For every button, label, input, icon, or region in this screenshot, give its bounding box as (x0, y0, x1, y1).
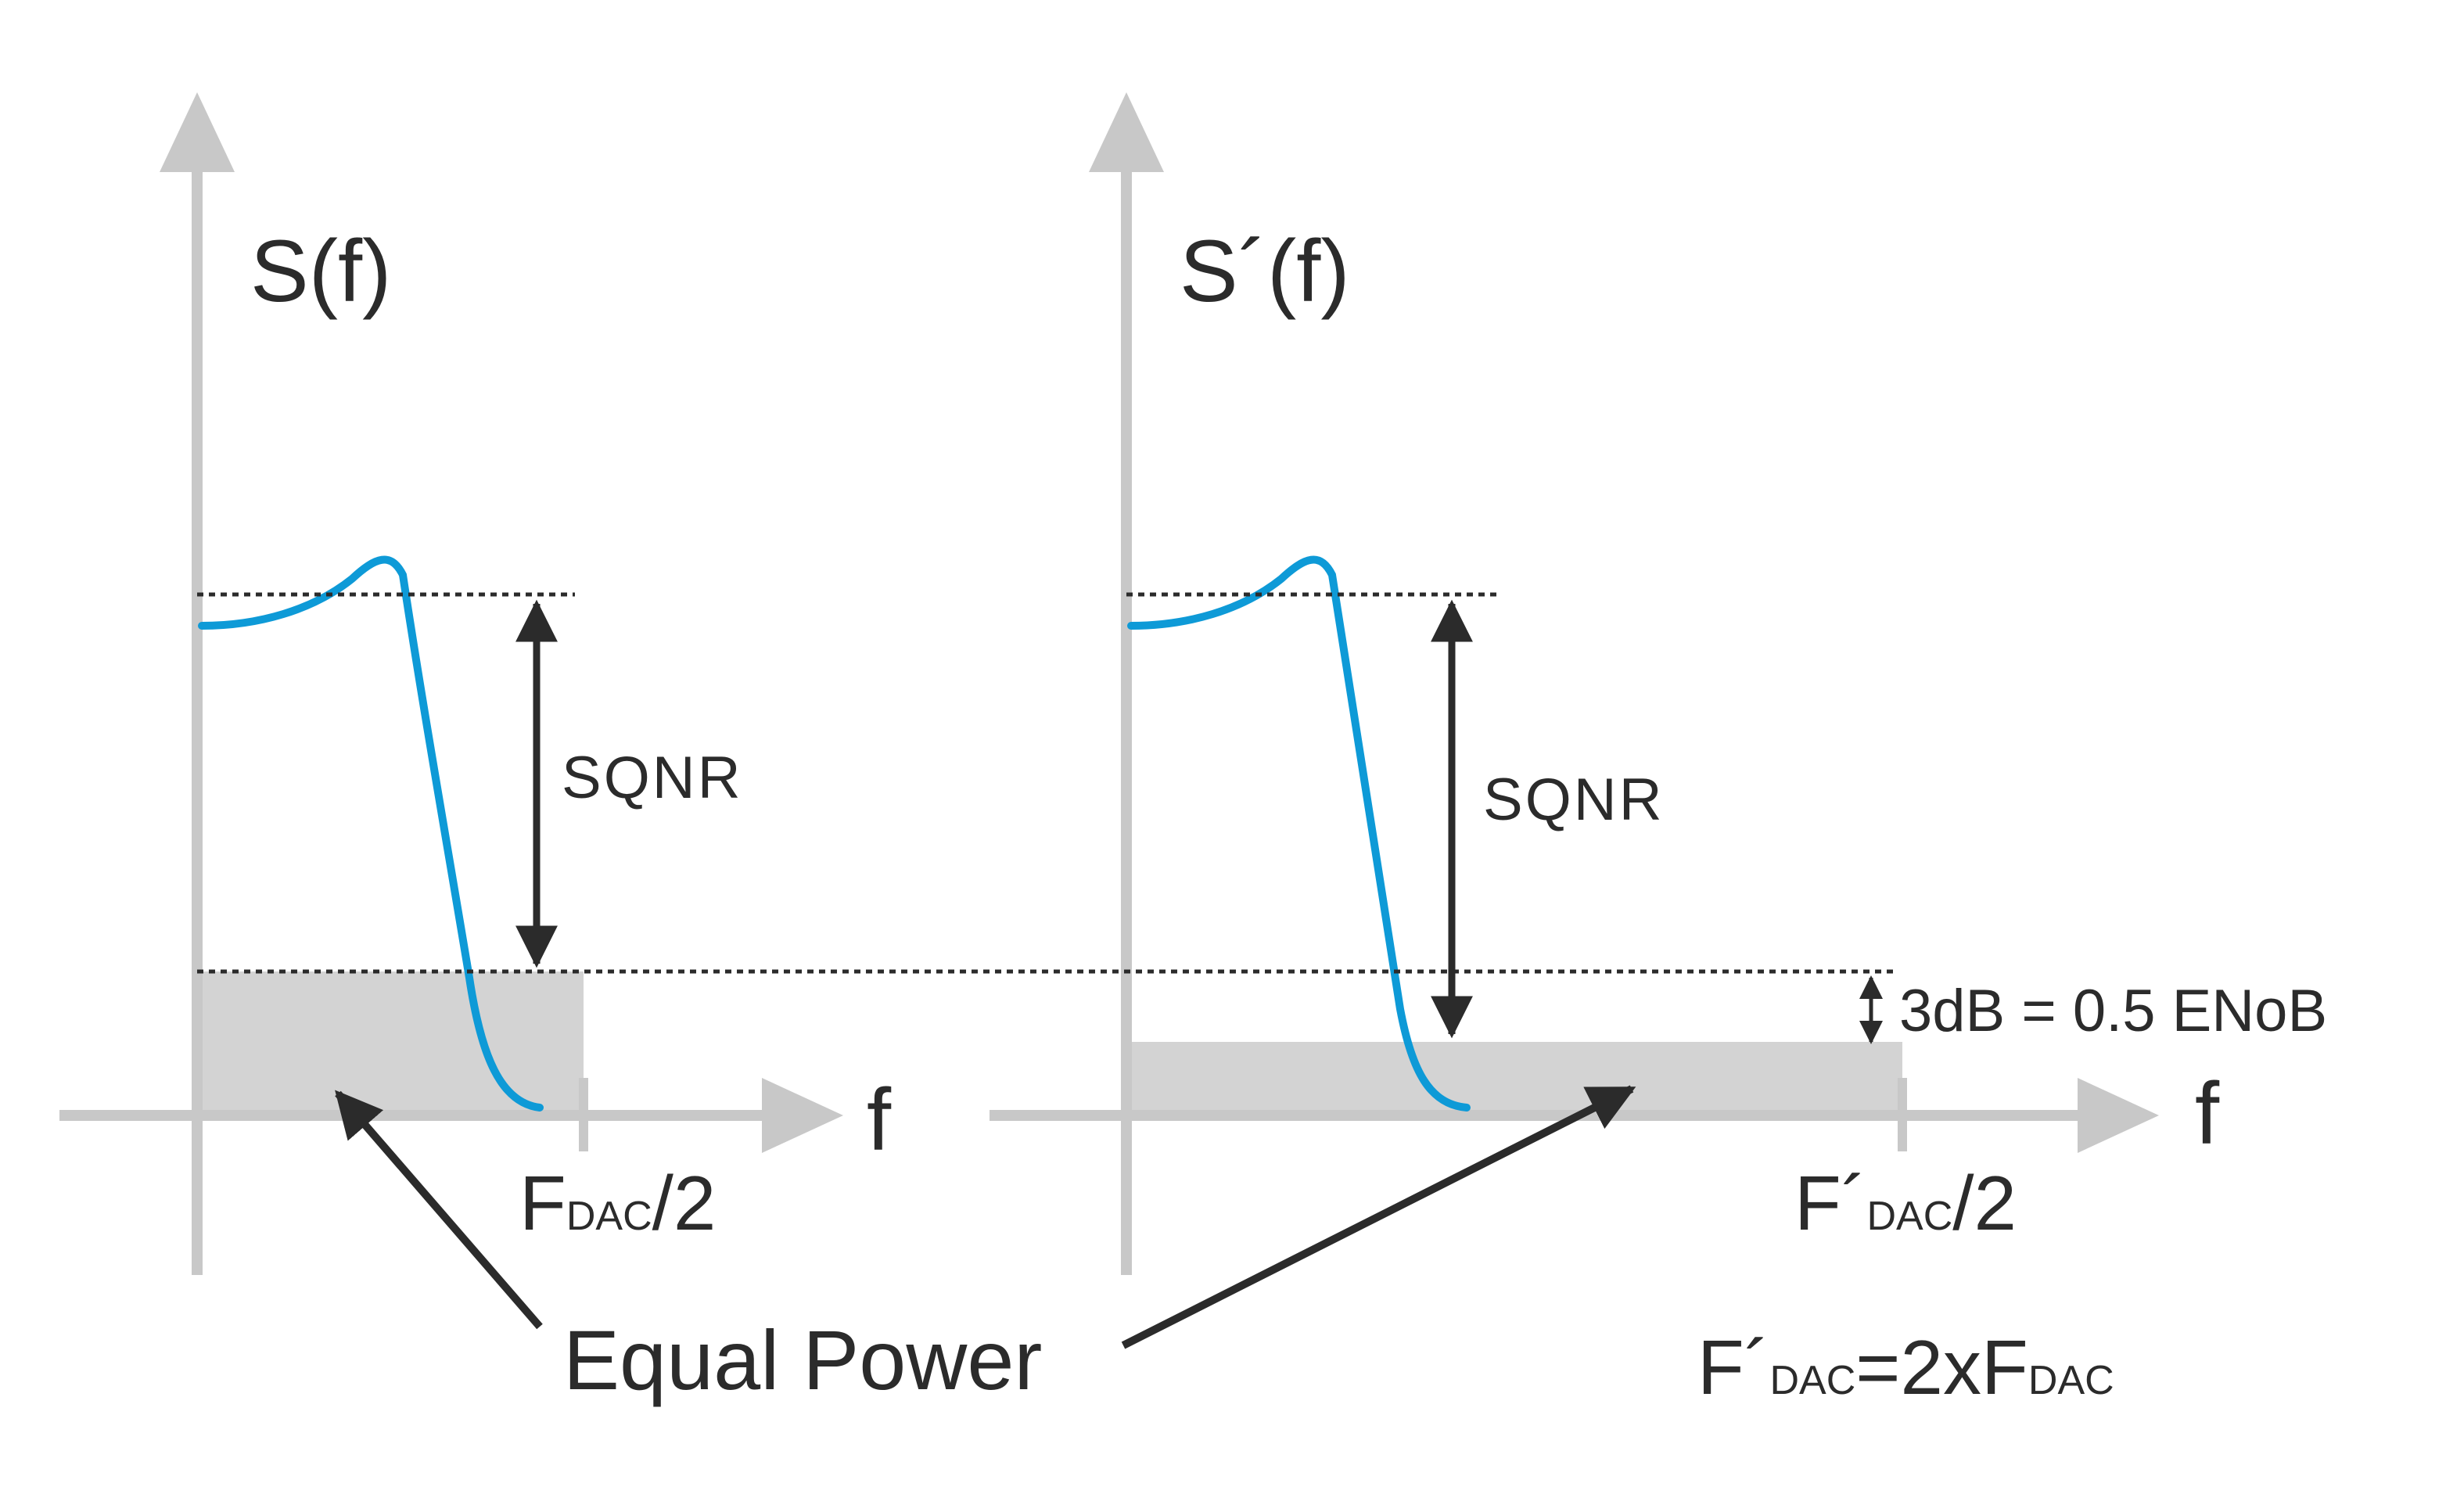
left-x-axis-label: f (867, 1071, 892, 1169)
left-tick-main: F (519, 1160, 566, 1246)
right-tick-tail: /2 (1952, 1160, 2017, 1246)
right-tick-label: F´DAC/2 (1794, 1160, 2017, 1246)
delta-3db-label: 3dB = 0.5 ENoB (1899, 978, 2327, 1044)
left-sqnr-label: SQNR (562, 745, 743, 811)
left-tick-subscript: DAC (566, 1194, 652, 1239)
right-sqnr-label: SQNR (1483, 767, 1665, 833)
right-noise-area (1126, 1042, 1902, 1115)
equal-power-label: Equal Power (563, 1313, 1042, 1407)
left-noise-area (197, 971, 584, 1115)
right-signal-curve (1127, 555, 1471, 1112)
right-tick-subscript: DAC (1867, 1194, 1953, 1239)
right-y-axis-arrowhead (1089, 92, 1164, 172)
right-y-axis-label: S´(f) (1180, 222, 1350, 320)
sampling-relation-label: F´DAC=2xFDAC (1697, 1324, 2114, 1410)
relation-subscript-2: DAC (2028, 1358, 2114, 1403)
relation-subscript-1: DAC (1770, 1358, 1856, 1403)
left-tick-tail: /2 (652, 1160, 717, 1246)
left-x-axis-arrowhead (762, 1078, 843, 1153)
left-signal-curve (198, 555, 544, 1112)
equal-power-right-arrow (1121, 1085, 1636, 1349)
left-y-axis-label: S(f) (250, 222, 391, 320)
relation-mid: =2xF (1855, 1324, 2028, 1410)
left-y-axis-arrowhead (160, 92, 235, 172)
right-tick-main: F´ (1794, 1160, 1867, 1246)
right-panel: SQNR S´(f) f F´DAC/2 (990, 92, 2220, 1275)
left-tick-label: FDAC/2 (519, 1160, 716, 1246)
equal-power-left-arrow (335, 1090, 543, 1330)
right-x-axis-label: f (2195, 1065, 2220, 1162)
relation-main-1: F´ (1697, 1324, 1770, 1410)
right-x-axis-arrowhead (2078, 1078, 2159, 1153)
left-panel: SQNR S(f) f FDAC/2 (59, 92, 892, 1275)
